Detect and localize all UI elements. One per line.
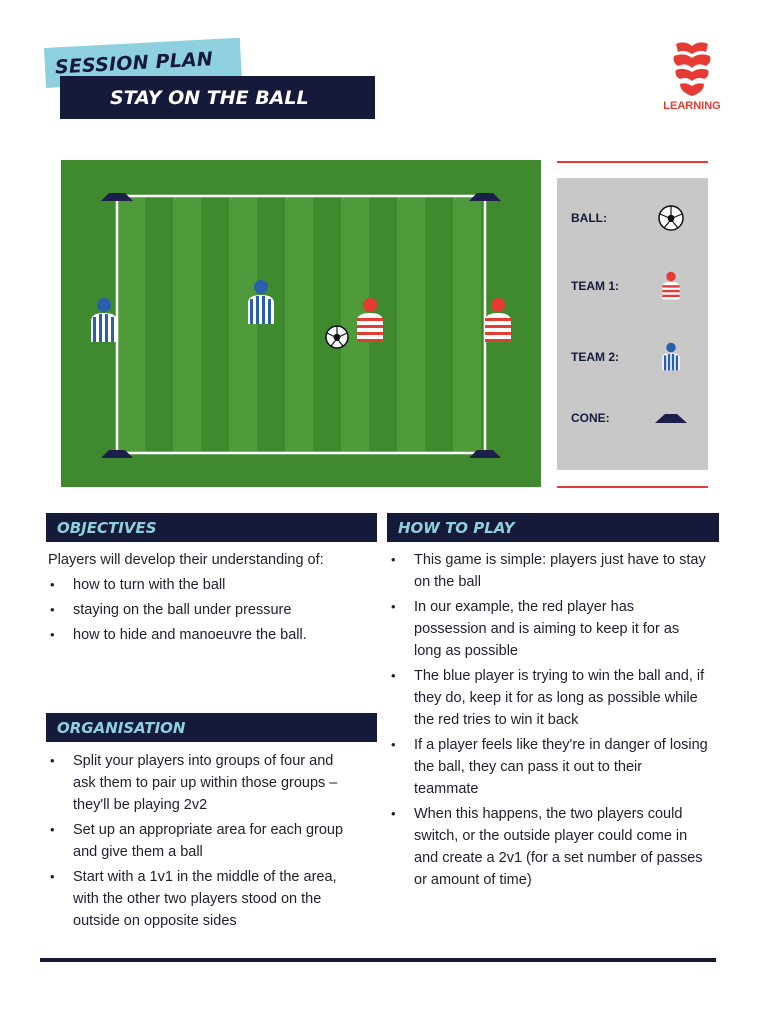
blue-player-icon bbox=[248, 280, 274, 324]
how-to-play-heading: HOW TO PLAY bbox=[387, 513, 719, 542]
football-icon bbox=[658, 205, 684, 231]
legend-label: TEAM 2: bbox=[571, 350, 619, 364]
legend-row-ball: BALL: bbox=[571, 203, 696, 233]
list-item: how to turn with the ball bbox=[48, 574, 378, 596]
list-item: This game is simple: players just have t… bbox=[389, 549, 709, 593]
red-player-icon bbox=[485, 298, 511, 342]
objectives-list: how to turn with the ball staying on the… bbox=[48, 574, 378, 646]
legend-bottom-rule bbox=[557, 486, 708, 488]
list-item: In our example, the red player has posse… bbox=[389, 596, 709, 662]
how-to-play-heading-text: HOW TO PLAY bbox=[398, 518, 515, 537]
legend-top-rule bbox=[557, 161, 708, 163]
organisation-section: Split your players into groups of four a… bbox=[48, 750, 356, 935]
legend-label: CONE: bbox=[571, 411, 610, 425]
logo-learning-text: LEARNING bbox=[663, 100, 721, 112]
legend-row-team-1: TEAM 1: bbox=[571, 271, 696, 301]
list-item: When this happens, the two players could… bbox=[389, 803, 709, 891]
red-player-icon bbox=[662, 271, 680, 300]
legend-panel: BALL: TEAM 1: TEAM 2: bbox=[557, 178, 708, 470]
list-item: If a player feels like they're in danger… bbox=[389, 734, 709, 800]
objectives-section: Players will develop their understanding… bbox=[48, 549, 378, 649]
list-item: Split your players into groups of four a… bbox=[48, 750, 356, 816]
list-item: Start with a 1v1 in the middle of the ar… bbox=[48, 866, 356, 932]
objectives-heading: OBJECTIVES bbox=[46, 513, 377, 542]
legend-label: TEAM 1: bbox=[571, 279, 619, 293]
blue-player-icon bbox=[91, 298, 117, 342]
organisation-heading-text: ORGANISATION bbox=[57, 718, 186, 737]
football-icon bbox=[325, 325, 349, 349]
list-item: staying on the ball under pressure bbox=[48, 599, 378, 621]
cone-icon bbox=[469, 450, 501, 458]
how-to-play-section: This game is simple: players just have t… bbox=[389, 549, 709, 894]
session-title: STAY ON THE BALL bbox=[110, 86, 309, 109]
red-player-icon bbox=[357, 298, 383, 342]
session-plan-label: SESSION PLAN bbox=[54, 48, 214, 79]
cone-icon bbox=[101, 450, 133, 458]
legend-row-team-2: TEAM 2: bbox=[571, 342, 696, 372]
organisation-heading: ORGANISATION bbox=[46, 713, 377, 742]
legend-row-cone: CONE: bbox=[571, 403, 696, 433]
objectives-heading-text: OBJECTIVES bbox=[57, 518, 157, 537]
cone-icon bbox=[655, 414, 687, 423]
list-item: Set up an appropriate area for each grou… bbox=[48, 819, 356, 863]
pitch-diagram bbox=[61, 160, 541, 487]
list-item: The blue player is trying to win the bal… bbox=[389, 665, 709, 731]
cone-icon bbox=[469, 193, 501, 201]
organisation-list: Split your players into groups of four a… bbox=[48, 750, 356, 932]
blue-player-icon bbox=[662, 342, 680, 371]
session-title-banner: STAY ON THE BALL bbox=[60, 76, 375, 119]
cone-icon bbox=[101, 193, 133, 201]
how-to-play-list: This game is simple: players just have t… bbox=[389, 549, 709, 891]
objectives-intro: Players will develop their understanding… bbox=[48, 552, 324, 568]
footer-rule bbox=[40, 958, 716, 962]
three-lions-logo-icon bbox=[673, 42, 711, 96]
legend-label: BALL: bbox=[571, 211, 607, 225]
list-item: how to hide and manoeuvre the ball. bbox=[48, 624, 378, 646]
